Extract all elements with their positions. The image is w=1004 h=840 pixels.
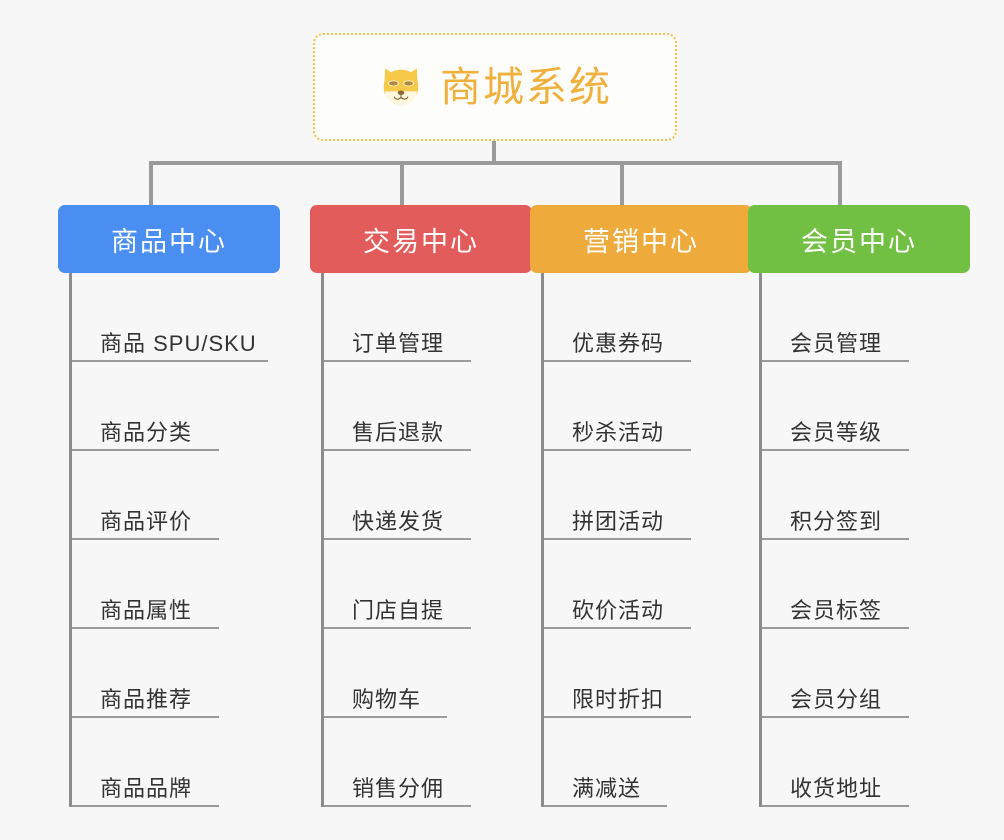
leaf-label: 会员管理 bbox=[790, 330, 883, 356]
category-box-4[interactable]: 会员中心 bbox=[748, 205, 970, 273]
trunk-drop-connector-4 bbox=[838, 161, 842, 205]
trunk-stem-connector bbox=[492, 141, 496, 164]
list-item[interactable]: 订单管理 bbox=[324, 273, 532, 362]
list-item[interactable]: 积分签到 bbox=[762, 451, 970, 540]
leaf-label: 商品推荐 bbox=[100, 686, 193, 712]
list-item[interactable]: 收货地址 bbox=[762, 718, 970, 807]
trunk-drop-connector-1 bbox=[149, 161, 153, 205]
list-item[interactable]: 商品评价 bbox=[72, 451, 280, 540]
list-item[interactable]: 秒杀活动 bbox=[544, 362, 752, 451]
leaf-list-3: 优惠券码 秒杀活动 拼团活动 砍价活动 限时折扣 满减送 bbox=[541, 273, 752, 807]
leaf-label: 优惠券码 bbox=[572, 330, 665, 356]
category-title-4: 会员中心 bbox=[801, 226, 917, 257]
category-box-2[interactable]: 交易中心 bbox=[310, 205, 532, 273]
list-item[interactable]: 会员等级 bbox=[762, 362, 970, 451]
list-item[interactable]: 优惠券码 bbox=[544, 273, 752, 362]
leaf-label: 会员分组 bbox=[790, 686, 883, 712]
leaf-list-4: 会员管理 会员等级 积分签到 会员标签 会员分组 收货地址 bbox=[759, 273, 970, 807]
category-box-1[interactable]: 商品中心 bbox=[58, 205, 280, 273]
list-item[interactable]: 会员标签 bbox=[762, 540, 970, 629]
leaf-list-2: 订单管理 售后退款 快递发货 门店自提 购物车 销售分佣 bbox=[321, 273, 532, 807]
root-title: 商城系统 bbox=[440, 63, 612, 110]
leaf-label: 会员等级 bbox=[790, 419, 883, 445]
list-item[interactable]: 销售分佣 bbox=[324, 718, 532, 807]
leaf-label: 售后退款 bbox=[352, 419, 445, 445]
list-item[interactable]: 砍价活动 bbox=[544, 540, 752, 629]
list-item[interactable]: 商品 SPU/SKU bbox=[72, 273, 280, 362]
category-column-1: 商品中心 商品 SPU/SKU 商品分类 商品评价 商品属性 商品推荐 商品品牌 bbox=[58, 205, 280, 807]
category-column-4: 会员中心 会员管理 会员等级 积分签到 会员标签 会员分组 收货地址 bbox=[748, 205, 970, 807]
trunk-bus-connector bbox=[149, 161, 842, 165]
trunk-drop-connector-2 bbox=[400, 161, 404, 205]
category-column-3: 营销中心 优惠券码 秒杀活动 拼团活动 砍价活动 限时折扣 满减送 bbox=[530, 205, 752, 807]
leaf-label: 商品评价 bbox=[100, 508, 193, 534]
leaf-label: 快递发货 bbox=[352, 508, 445, 534]
leaf-label: 拼团活动 bbox=[572, 508, 665, 534]
list-item[interactable]: 购物车 bbox=[324, 629, 532, 718]
list-item[interactable]: 门店自提 bbox=[324, 540, 532, 629]
leaf-label: 砍价活动 bbox=[572, 597, 665, 623]
leaf-label: 会员标签 bbox=[790, 597, 883, 623]
category-box-3[interactable]: 营销中心 bbox=[530, 205, 752, 273]
category-title-1: 商品中心 bbox=[111, 226, 227, 257]
leaf-label: 订单管理 bbox=[352, 330, 445, 356]
list-item[interactable]: 满减送 bbox=[544, 718, 752, 807]
list-item[interactable]: 快递发货 bbox=[324, 451, 532, 540]
leaf-label: 商品属性 bbox=[100, 597, 193, 623]
list-item[interactable]: 限时折扣 bbox=[544, 629, 752, 718]
trunk-drop-connector-3 bbox=[620, 161, 624, 205]
list-item[interactable]: 商品属性 bbox=[72, 540, 280, 629]
leaf-label: 收货地址 bbox=[790, 775, 883, 801]
leaf-label: 积分签到 bbox=[790, 508, 883, 534]
leaf-label: 销售分佣 bbox=[352, 775, 445, 801]
list-item[interactable]: 会员管理 bbox=[762, 273, 970, 362]
leaf-label: 满减送 bbox=[572, 775, 642, 801]
category-column-2: 交易中心 订单管理 售后退款 快递发货 门店自提 购物车 销售分佣 bbox=[310, 205, 532, 807]
root-node[interactable]: 商城系统 bbox=[313, 33, 677, 141]
list-item[interactable]: 商品品牌 bbox=[72, 718, 280, 807]
leaf-label: 商品品牌 bbox=[100, 775, 193, 801]
leaf-label: 商品分类 bbox=[100, 419, 193, 445]
leaf-label: 限时折扣 bbox=[572, 686, 665, 712]
list-item[interactable]: 会员分组 bbox=[762, 629, 970, 718]
leaf-label: 商品 SPU/SKU bbox=[100, 330, 257, 356]
category-title-3: 营销中心 bbox=[583, 226, 699, 257]
leaf-label: 门店自提 bbox=[352, 597, 445, 623]
leaf-label: 购物车 bbox=[352, 686, 422, 712]
leaf-list-1: 商品 SPU/SKU 商品分类 商品评价 商品属性 商品推荐 商品品牌 bbox=[69, 273, 280, 807]
list-item[interactable]: 商品推荐 bbox=[72, 629, 280, 718]
leaf-label: 秒杀活动 bbox=[572, 419, 665, 445]
list-item[interactable]: 售后退款 bbox=[324, 362, 532, 451]
list-item[interactable]: 拼团活动 bbox=[544, 451, 752, 540]
shiba-dog-face-icon bbox=[383, 68, 419, 106]
category-title-2: 交易中心 bbox=[363, 226, 479, 257]
list-item[interactable]: 商品分类 bbox=[72, 362, 280, 451]
